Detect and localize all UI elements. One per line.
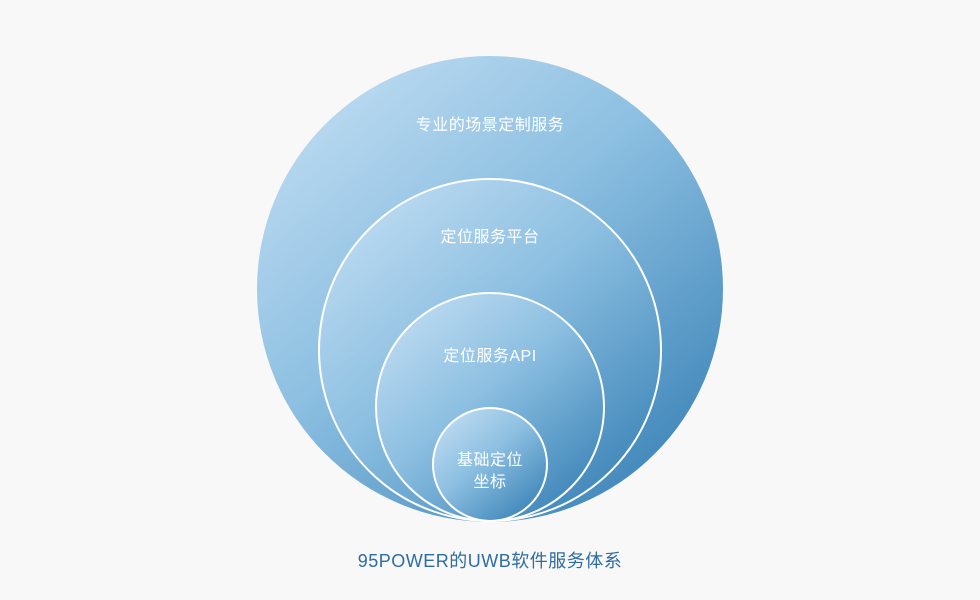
diagram-caption: 95POWER的UWB软件服务体系 bbox=[357, 551, 623, 571]
ring-label-outer: 专业的场景定制服务 bbox=[415, 117, 565, 134]
ring-label-second: 定位服务平台 bbox=[440, 229, 540, 246]
ring-label-inner: 基础定位 坐标 bbox=[456, 452, 523, 491]
ring-circle-inner bbox=[432, 407, 548, 522]
ring-label-third: 定位服务API bbox=[443, 348, 537, 365]
